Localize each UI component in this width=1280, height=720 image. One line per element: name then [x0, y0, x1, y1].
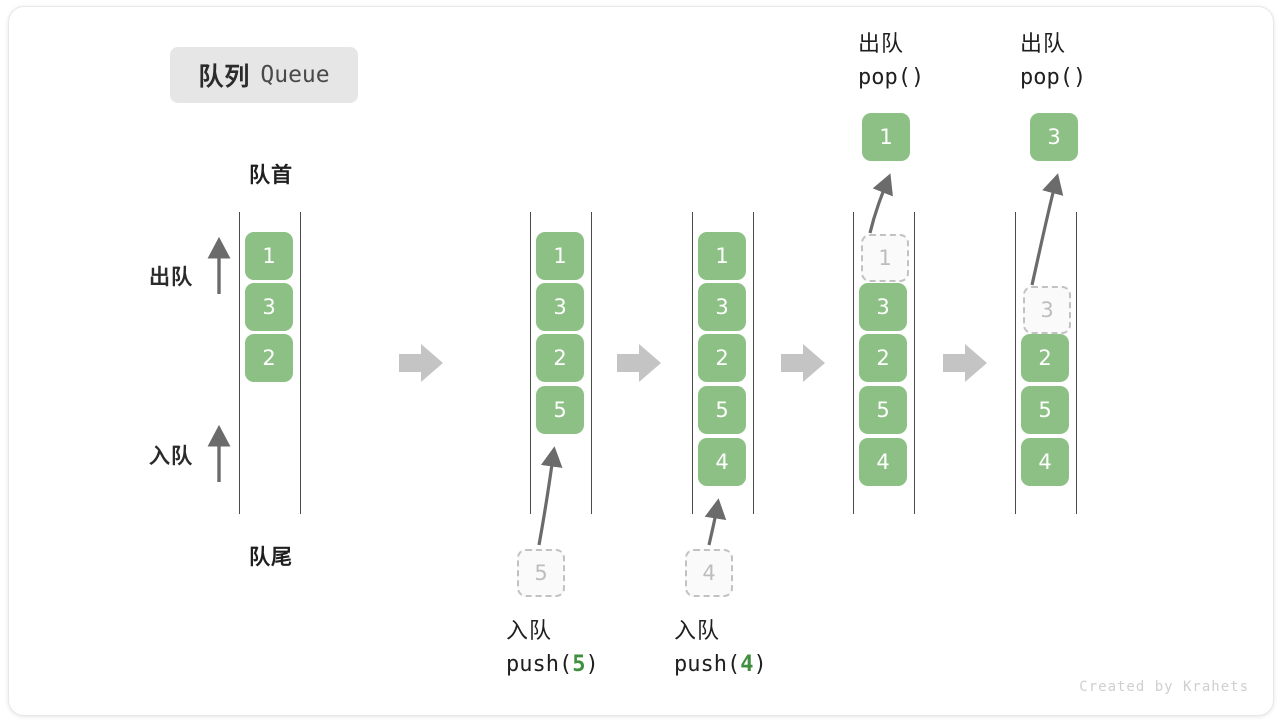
queue-cell: 3	[245, 283, 293, 331]
push-4-caption: 入队 push(4)	[674, 615, 767, 681]
popped-ghost-cell: 1	[861, 234, 909, 282]
pop-3-caption-cn: 出队	[1020, 32, 1067, 57]
queue-cell: 4	[859, 438, 907, 486]
queue-cell: 5	[536, 386, 584, 434]
credit-text: Created by Krahets	[1079, 679, 1249, 695]
queue-cell: 3	[698, 283, 746, 331]
transition-arrow	[781, 344, 825, 382]
pop-1-caption-cn: 出队	[858, 32, 905, 57]
transition-arrow	[943, 344, 987, 382]
title-en: Queue	[260, 62, 330, 88]
queue-cell: 5	[859, 386, 907, 434]
queue-cell: 3	[536, 283, 584, 331]
queue-cell: 2	[1021, 334, 1069, 382]
push-5-caption: 入队 push(5)	[506, 615, 599, 681]
transition-arrow	[617, 344, 661, 382]
front-label: 队首	[249, 164, 293, 187]
queue-rail-1	[239, 212, 301, 514]
queue-cell: 4	[698, 438, 746, 486]
queue-cell: 2	[245, 334, 293, 382]
queue-cell: 3	[859, 283, 907, 331]
push-4-caption-cn: 入队	[674, 619, 721, 644]
queue-cell: 5	[698, 386, 746, 434]
incoming-ghost-cell: 4	[685, 549, 733, 597]
queue-rail-5	[1015, 212, 1077, 514]
queue-rail-4	[853, 212, 915, 514]
queue-cell: 1	[245, 232, 293, 280]
transition-arrow	[399, 344, 443, 382]
title-cn: 队列	[198, 63, 251, 91]
diagram-card: 队列 Queue 队首 队尾 出队 入队 1 3 2 1 3 2 5 5 入队 …	[8, 6, 1274, 716]
incoming-ghost-cell: 5	[517, 549, 565, 597]
pop-3-caption: 出队 pop()	[1020, 28, 1086, 94]
enqueue-label: 入队	[149, 445, 193, 468]
push-5-caption-code: push(5)	[506, 652, 599, 677]
diagram-stage: 队列 Queue 队首 队尾 出队 入队 1 3 2 1 3 2 5 5 入队 …	[9, 7, 1273, 715]
queue-rail-2	[530, 212, 592, 514]
title-badge: 队列 Queue	[170, 47, 358, 103]
queue-cell: 4	[1021, 438, 1069, 486]
queue-cell: 2	[859, 334, 907, 382]
queue-cell: 1	[698, 232, 746, 280]
queue-cell: 5	[1021, 386, 1069, 434]
popped-cell: 3	[1030, 113, 1078, 161]
push-4-caption-code: push(4)	[674, 652, 767, 677]
pop-3-caption-code: pop()	[1020, 65, 1087, 90]
dequeue-label: 出队	[149, 266, 193, 289]
pop-1-caption-code: pop()	[858, 65, 925, 90]
arrows-overlay	[207, 173, 1064, 546]
queue-rail-3	[692, 212, 754, 514]
queue-cell: 2	[698, 334, 746, 382]
queue-cell: 1	[536, 232, 584, 280]
popped-ghost-cell: 3	[1023, 286, 1071, 334]
rear-label: 队尾	[249, 546, 293, 569]
push-5-caption-cn: 入队	[506, 619, 553, 644]
pop-1-caption: 出队 pop()	[858, 28, 924, 94]
popped-cell: 1	[862, 113, 910, 161]
queue-cell: 2	[536, 334, 584, 382]
